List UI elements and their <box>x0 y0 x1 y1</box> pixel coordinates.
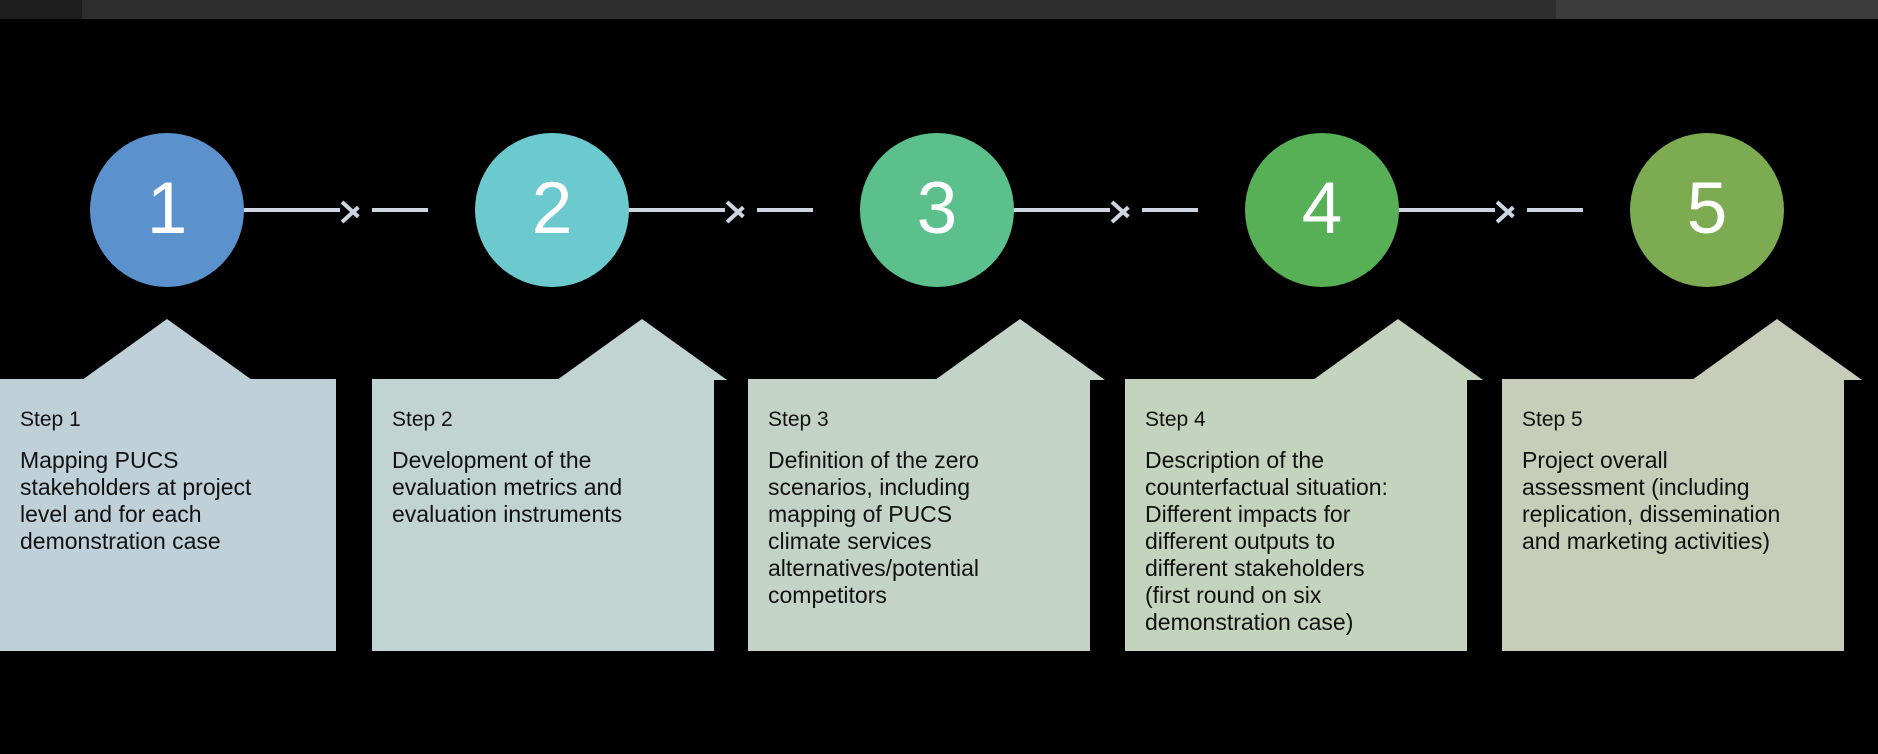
connector-line-left <box>1002 208 1110 212</box>
process-flow-diagram: 1 2 3 4 5 Step 1 Mapping PUCS stakeholde… <box>0 19 1878 754</box>
step-number-3: 3 <box>916 167 958 249</box>
callout-pointer-5 <box>1692 319 1862 380</box>
callout-pointer-2 <box>557 319 727 380</box>
step-description-3: Definition of the zero scenarios, includ… <box>768 447 979 608</box>
callout-content-5: Step 5 Project overall assessment (inclu… <box>1502 379 1844 555</box>
connector-line-left <box>232 208 340 212</box>
step-label-3: Step 3 <box>768 408 829 431</box>
step-description-5: Project overall assessment (including re… <box>1522 447 1781 554</box>
browser-active-tab[interactable] <box>0 0 82 19</box>
step-description-4: Description of the counterfactual situat… <box>1145 447 1388 635</box>
callout-pointer-4 <box>1313 319 1483 380</box>
step-description-1: Mapping PUCS stakeholders at project lev… <box>20 447 252 554</box>
callout-pointer-3 <box>935 319 1105 380</box>
callout-body-3 <box>748 379 1090 651</box>
connector-line-left <box>1387 208 1495 212</box>
step-circle-3[interactable]: 3 <box>860 133 1014 287</box>
callout-body-4 <box>1125 379 1467 651</box>
callout-body-2 <box>372 379 714 651</box>
chevron-right-icon <box>340 194 362 226</box>
connector-line-right <box>1142 208 1198 212</box>
chevron-right-icon <box>1110 194 1132 226</box>
callout-body-5 <box>1502 379 1844 651</box>
callout-content-4: Step 4 Description of the counterfactual… <box>1125 379 1467 636</box>
step-label-4: Step 4 <box>1145 408 1206 431</box>
callout-content-3: Step 3 Definition of the zero scenarios,… <box>748 379 1090 609</box>
callout-content-2: Step 2 Development of the evaluation met… <box>372 379 714 528</box>
step-number-1: 1 <box>146 167 188 249</box>
step-label-2: Step 2 <box>392 408 453 431</box>
step-circle-5[interactable]: 5 <box>1630 133 1784 287</box>
callout-pointer-1 <box>82 319 252 380</box>
step-circle-1[interactable]: 1 <box>90 133 244 287</box>
chevron-right-icon <box>1495 194 1517 226</box>
step-label-1: Step 1 <box>20 408 81 431</box>
callout-content-1: Step 1 Mapping PUCS stakeholders at proj… <box>0 379 336 555</box>
browser-tab-strip[interactable] <box>0 0 1556 19</box>
step-number-4: 4 <box>1301 167 1343 249</box>
connector-step-3-to-4 <box>1002 190 1198 230</box>
step-number-2: 2 <box>531 167 573 249</box>
connector-step-2-to-3 <box>617 190 813 230</box>
connector-line-right <box>372 208 428 212</box>
step-circle-2[interactable]: 2 <box>475 133 629 287</box>
connector-step-4-to-5 <box>1387 190 1583 230</box>
connector-step-1-to-2 <box>232 190 428 230</box>
step-circle-4[interactable]: 4 <box>1245 133 1399 287</box>
window-chrome-strip <box>0 0 1878 19</box>
chevron-right-icon <box>725 194 747 226</box>
connector-line-left <box>617 208 725 212</box>
step-number-5: 5 <box>1686 167 1728 249</box>
connector-line-right <box>1527 208 1583 212</box>
callout-body-1 <box>0 379 336 651</box>
step-label-5: Step 5 <box>1522 408 1583 431</box>
connector-line-right <box>757 208 813 212</box>
step-description-2: Development of the evaluation metrics an… <box>392 447 623 527</box>
